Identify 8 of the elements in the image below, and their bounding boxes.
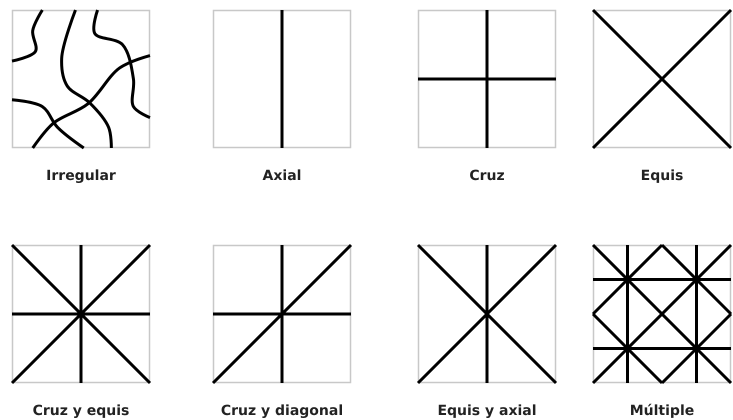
pattern-label: Axial xyxy=(262,168,302,184)
pattern-label: Irregular xyxy=(45,168,117,184)
pattern-label: Equis xyxy=(640,168,684,184)
pattern-label: Múltiple xyxy=(628,403,696,419)
pattern-label: Equis y axial xyxy=(436,403,538,419)
pattern-label: Cruz xyxy=(468,168,506,184)
pattern-label: Cruz y equis xyxy=(32,403,130,419)
pattern-label: Cruz y diagonal xyxy=(220,403,344,419)
